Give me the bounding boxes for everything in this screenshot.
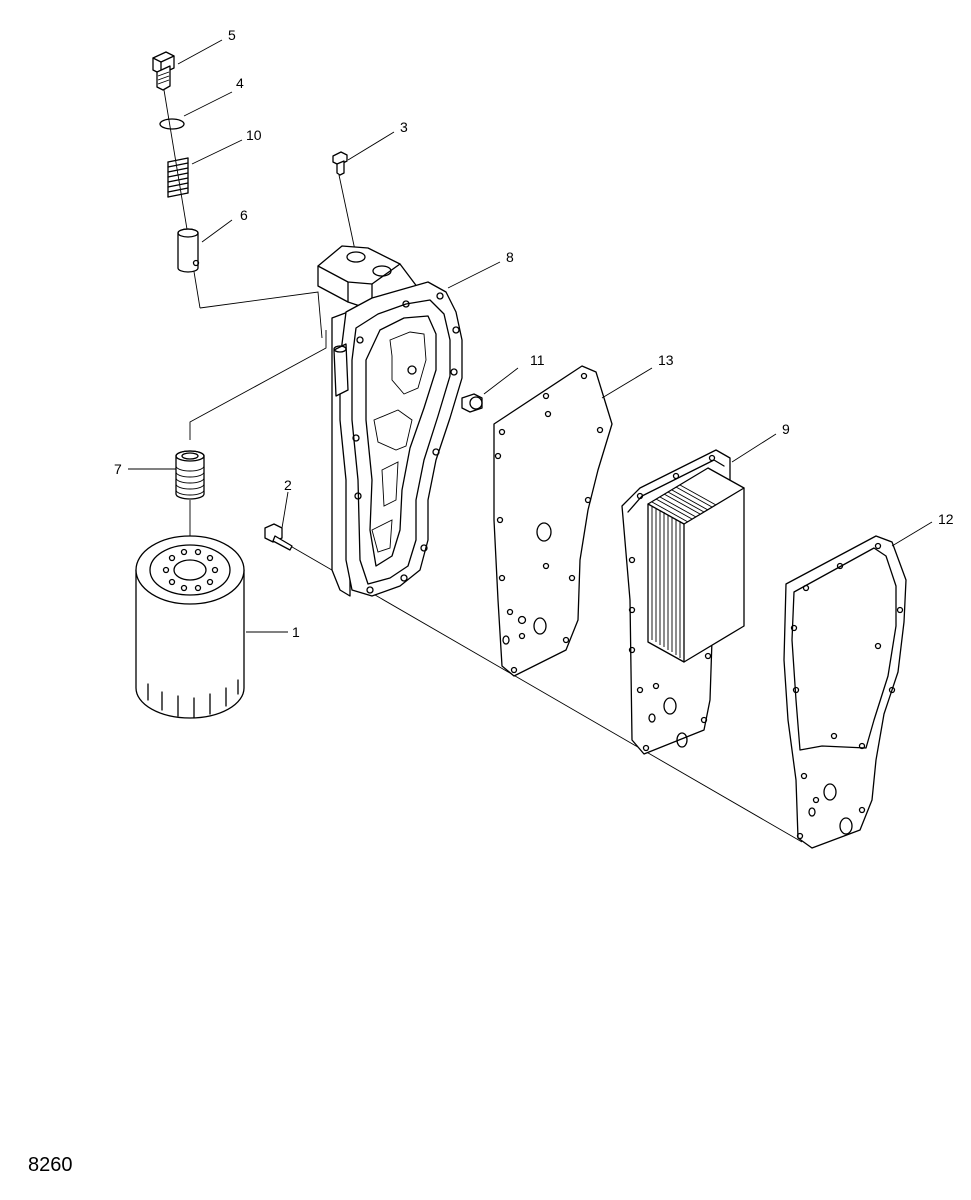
- part-5-bolt: [152, 51, 175, 91]
- callout-6: 6: [240, 207, 248, 223]
- callout-1: 1: [292, 624, 300, 640]
- part-6-valve-plunger: [177, 228, 200, 273]
- part-10-spring: [167, 157, 189, 198]
- callout-4: 4: [236, 75, 244, 91]
- callout-9: 9: [782, 421, 790, 437]
- part-8-filter-housing: [317, 245, 463, 597]
- figure-number: 8260: [28, 1154, 73, 1176]
- part-12-gasket: [783, 535, 907, 849]
- part-13-gasket: [493, 365, 613, 677]
- callout-8: 8: [506, 249, 514, 265]
- callout-7: 7: [114, 461, 122, 477]
- callout-13: 13: [658, 352, 674, 368]
- part-7-nipple: [175, 450, 205, 500]
- callout-2: 2: [284, 477, 292, 493]
- part-3-screw: [332, 151, 348, 176]
- callout-5: 5: [228, 27, 236, 43]
- callout-numbers: 5 4 10 6 3 8 11 13 9 12 7 2 1: [114, 27, 954, 640]
- part-2-bolt: [264, 523, 293, 551]
- part-11-plug: [461, 393, 483, 413]
- callout-12: 12: [938, 511, 954, 527]
- callout-10: 10: [246, 127, 262, 143]
- part-1-oil-filter: [135, 535, 245, 719]
- part-4-o-ring: [159, 118, 185, 130]
- part-9-oil-cooler: [621, 449, 745, 755]
- callout-leaders: [128, 39, 933, 633]
- callout-11: 11: [530, 352, 545, 368]
- callout-3: 3: [400, 119, 408, 135]
